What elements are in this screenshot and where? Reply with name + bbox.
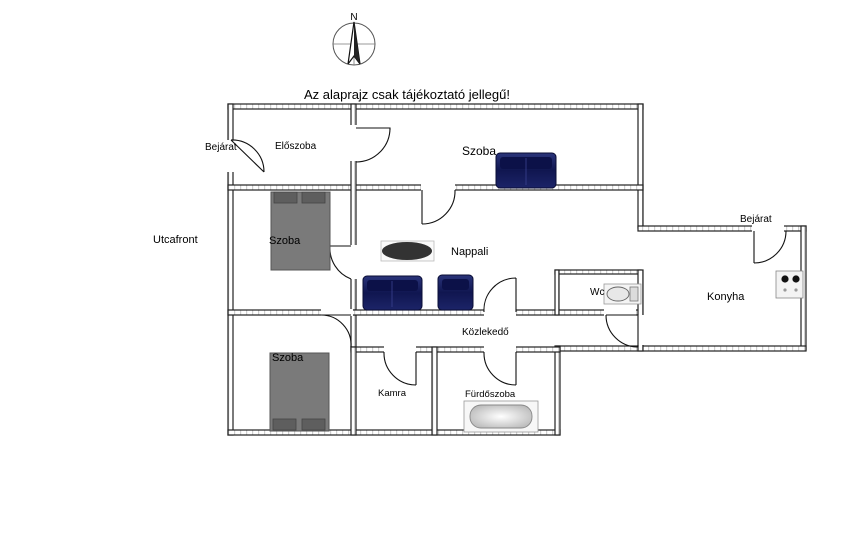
street-label: Utcafront (153, 234, 198, 246)
label-bathroom: Fürdőszoba (465, 389, 516, 400)
bathtub-icon (463, 400, 539, 433)
disclaimer-text: Az alaprajz csak tájékoztató jellegű! (304, 87, 510, 102)
label-corridor: Közlekedő (462, 327, 509, 338)
stove-icon (775, 270, 804, 299)
armchair-living (437, 274, 474, 311)
door-swings (230, 127, 787, 386)
compass-north-label: N (350, 12, 357, 23)
label-room-bottom: Szoba (272, 352, 304, 364)
label-room-left-middle: Szoba (269, 235, 301, 247)
label-hall: Előszoba (275, 141, 317, 152)
label-living-room: Nappali (451, 246, 489, 258)
label-entrance-left: Bejárat (205, 142, 237, 153)
toilet-icon (603, 283, 642, 305)
label-room-top: Szoba (462, 144, 497, 158)
compass-icon: N (332, 12, 376, 66)
label-entrance-right: Bejárat (740, 214, 772, 225)
label-wc: Wc (590, 287, 605, 298)
coffee-table (380, 240, 435, 262)
label-kitchen: Konyha (707, 291, 745, 303)
door-openings (227, 125, 784, 353)
label-pantry: Kamra (378, 388, 406, 399)
bed-middle-left (270, 191, 331, 271)
bed-bottom (269, 352, 330, 432)
sofa-living-large (362, 275, 423, 311)
sofa-top-room (495, 152, 557, 189)
